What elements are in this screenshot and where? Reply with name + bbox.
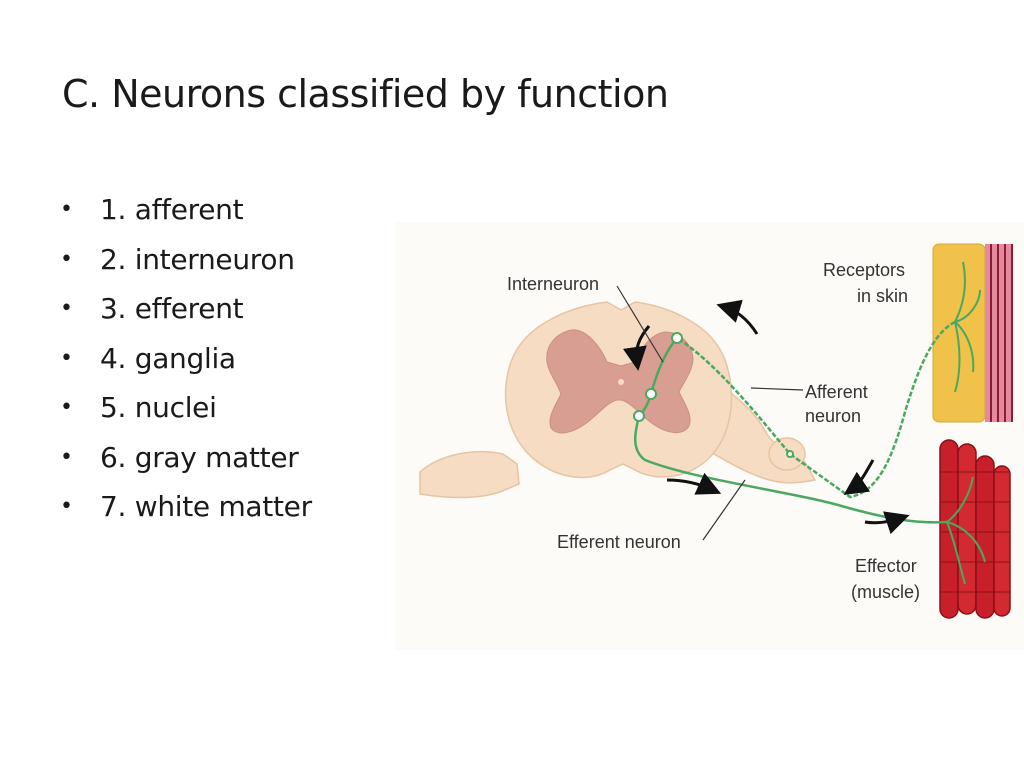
bullet-text: 6. gray matter [100,440,299,474]
reflex-arc-svg: Interneuron Receptors in skin Afferent n… [395,222,1024,650]
label-receptors-line2: in skin [857,286,908,306]
receptor-endings [954,261,981,393]
bullet-item: • 6. gray matter [60,433,312,483]
synapse-markers [633,332,794,458]
motor-endings [946,476,986,585]
bullet-text: 2. interneuron [100,242,295,276]
bullet-text: 4. ganglia [100,341,236,375]
afferent-neuron [676,320,956,499]
bullet-item: • 1. afferent [60,185,312,235]
bullet-text: 1. afferent [100,193,244,226]
label-effector-line1: Effector [855,556,917,576]
bullet-dot-icon: • [60,345,73,371]
bullet-item: • 4. ganglia [60,334,312,384]
label-efferent-neuron: Efferent neuron [557,532,681,552]
bullet-list: • 1. afferent • 2. interneuron • 3. efferen… [60,185,312,532]
label-afferent-line1: Afferent [805,382,868,402]
skin-stripes [990,244,1013,422]
flow-arrow-afferent-bottom [843,459,875,495]
bullet-text: 3. efferent [100,292,244,325]
bullet-text: 7. white matter [100,490,312,523]
central-canal [618,379,624,385]
bullet-dot-icon: • [60,296,73,321]
flow-arrow-afferent-top [716,299,759,335]
bullet-dot-icon: • [60,246,73,272]
reflex-arc-diagram: Interneuron Receptors in skin Afferent n… [395,222,1024,650]
bullet-item: • 2. interneuron [60,235,312,285]
flow-arrow-interneuron [623,325,651,371]
label-receptors-line1: Receptors [823,260,905,280]
label-interneuron: Interneuron [507,274,599,294]
left-spinal-nerve [419,451,520,499]
bullet-dot-icon: • [60,197,73,222]
label-effector-line2: (muscle) [851,582,920,602]
bullet-item: • 3. efferent [60,284,312,334]
flow-arrow-muscle [864,511,910,535]
label-afferent-line2: neuron [805,406,861,426]
flow-arrow-efferent [666,472,722,495]
bullet-item: • 7. white matter [60,482,312,532]
bullet-text: 5. nuclei [100,391,217,424]
slide-title: C. Neurons classified by function [62,72,669,116]
leader-lines [616,285,804,541]
bullet-item: • 5. nuclei [60,383,312,433]
bullet-dot-icon: • [60,395,73,420]
bullet-dot-icon: • [60,494,73,519]
bullet-dot-icon: • [60,444,73,470]
